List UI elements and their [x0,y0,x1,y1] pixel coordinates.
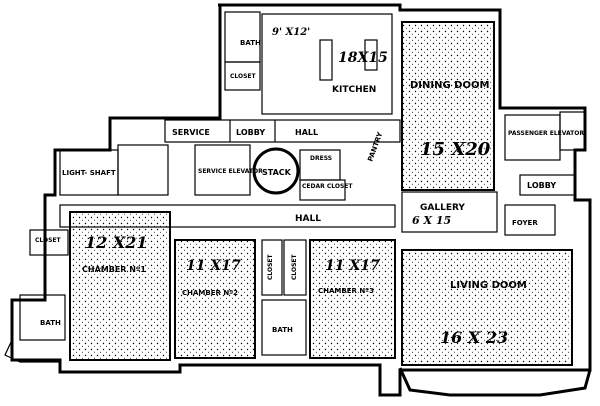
chamber2-label: CHAMBER Nº2 [182,289,238,297]
foyer-label: FOYER [512,219,538,227]
chamber-1-room [69,211,171,361]
closet-mid-label: CLOSET [267,253,274,280]
gallery-label: GALLERY [420,203,465,213]
chamber3-label: CHAMBER Nº3 [318,287,374,295]
kitchen-dim2-label: 18X15 [338,50,388,66]
bay-window [4,339,592,397]
dining-room [401,21,495,191]
kitchen-dim-label: 9' X12' [272,27,310,38]
bath-left-label: BATH [40,319,61,327]
closet-left-label: CLOSET [35,237,62,244]
service-label: SERVICE [172,128,210,137]
chamber1-label: CHAMBER Nº1 [82,265,146,274]
light-shaft-room [59,144,169,196]
chamber2-dim-label: 11 X17 [186,258,241,274]
gallery-dim-label: 6 X 15 [412,214,451,227]
chamber1-dim-label: 12 X21 [85,233,148,252]
living-label: LIVING DOOM [450,280,527,291]
hall-main-label: HALL [295,214,321,224]
stack-label: STACK [262,168,292,177]
kitchen-label: KITCHEN [332,85,376,95]
passenger-elevator-label: PASSENGER ELEVATOR [508,130,584,137]
lobby-right-label: LOBBY [527,181,556,190]
left-bath-room [19,229,69,341]
passenger-elevator-room [504,111,586,196]
service-hall-row [164,119,401,143]
living-room [401,249,573,366]
living-dim-label: 16 X 23 [440,328,508,347]
chamber-3-room [309,239,396,359]
service-lobby-label: LOBBY [236,128,265,137]
closet-top-label: CLOSET [230,73,257,80]
dress-label: DRESS [310,155,332,162]
bath-mid-label: BATH [272,326,293,334]
pantry-label: PANTRY [366,130,384,162]
dining-label: DINING DOOM [410,80,489,91]
chamber3-dim-label: 11 X17 [325,258,380,274]
closet-mid2-label: CLOSET [291,253,298,280]
cedar-closet-label: CEDAR CLOSET [302,183,353,190]
service-elevator-room [194,144,346,201]
bath-top-label: BATH [240,39,261,47]
light-shaft-label: LIGHT- SHAFT [62,169,116,177]
bath-top-room [224,11,261,91]
exterior-walls [10,3,592,397]
gallery-room [401,191,556,236]
chamber-2-room [174,239,256,359]
dining-dim-label: 15 X20 [420,139,491,160]
main-hall [59,204,396,228]
middle-bath-room [261,239,307,356]
service-elevator-label: SERVICE ELEVATOR [198,168,263,175]
kitchen-room [261,13,393,115]
hall-top-label: HALL [295,128,318,137]
